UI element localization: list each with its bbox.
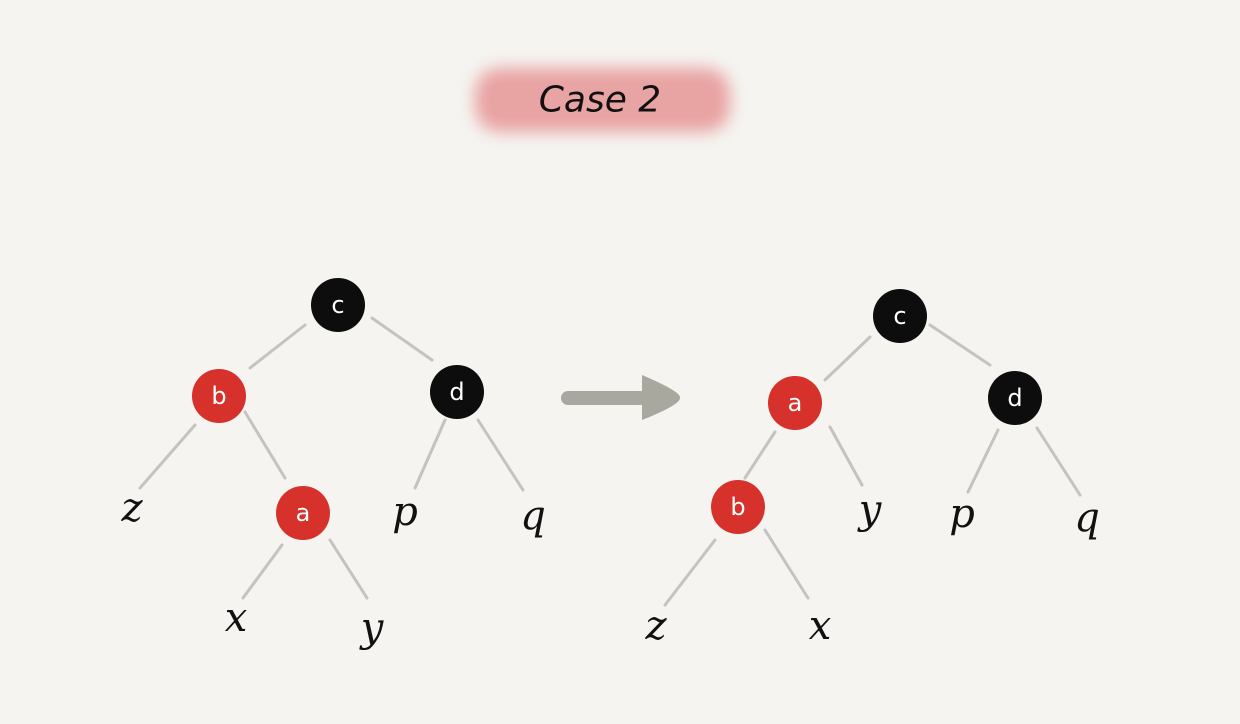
right-tree-edges [663, 323, 1082, 607]
node-a-red: a [276, 486, 330, 540]
node-label: c [331, 291, 344, 319]
edge-d-p [966, 428, 1000, 494]
title-text: Case 2 [539, 80, 661, 121]
leaf-z: z [120, 485, 143, 531]
right-arrow-icon [561, 375, 681, 420]
edge-b-x [763, 528, 810, 600]
edge-d-p [413, 418, 447, 490]
node-label: a [296, 499, 311, 527]
title-highlight [475, 68, 730, 132]
edge-a-y [828, 425, 864, 487]
node-label: b [211, 382, 226, 410]
leaf-y: y [857, 487, 883, 533]
node-b-red: b [192, 369, 246, 423]
title-banner: Case 2 [475, 68, 730, 132]
node-label: b [730, 493, 745, 521]
node-c-black: c [873, 289, 927, 343]
leaf-x: x [225, 595, 248, 641]
node-d-black: d [430, 365, 484, 419]
edge-c-d [928, 323, 992, 367]
edge-b-a [243, 410, 287, 480]
left-tree-nodes: c b d a z p q x y [120, 278, 546, 651]
leaf-x: x [809, 603, 832, 649]
right-tree-nodes: c a d b y p q z x [644, 289, 1100, 649]
node-a-red: a [768, 376, 822, 430]
leaf-p: p [949, 491, 975, 537]
node-label: d [1007, 384, 1022, 412]
edge-b-z [663, 538, 717, 607]
leaf-p: p [392, 489, 418, 535]
edge-a-b [743, 430, 777, 480]
edge-c-d [370, 316, 434, 362]
node-b-red: b [711, 480, 765, 534]
node-c-black: c [311, 278, 365, 332]
leaf-q: q [1074, 495, 1100, 541]
left-tree-edges [138, 316, 525, 600]
edge-d-q [476, 418, 525, 492]
edge-c-b [248, 323, 307, 370]
leaf-q: q [520, 493, 546, 539]
edge-a-y [328, 538, 369, 600]
edge-a-x [241, 543, 284, 600]
node-label: c [893, 302, 906, 330]
leaf-y: y [359, 605, 385, 651]
node-label: d [449, 378, 464, 406]
edge-c-a [823, 335, 872, 382]
edge-b-z [138, 423, 197, 490]
node-label: a [788, 389, 803, 417]
edge-d-q [1035, 426, 1082, 497]
node-d-black: d [988, 371, 1042, 425]
leaf-z: z [644, 603, 667, 649]
